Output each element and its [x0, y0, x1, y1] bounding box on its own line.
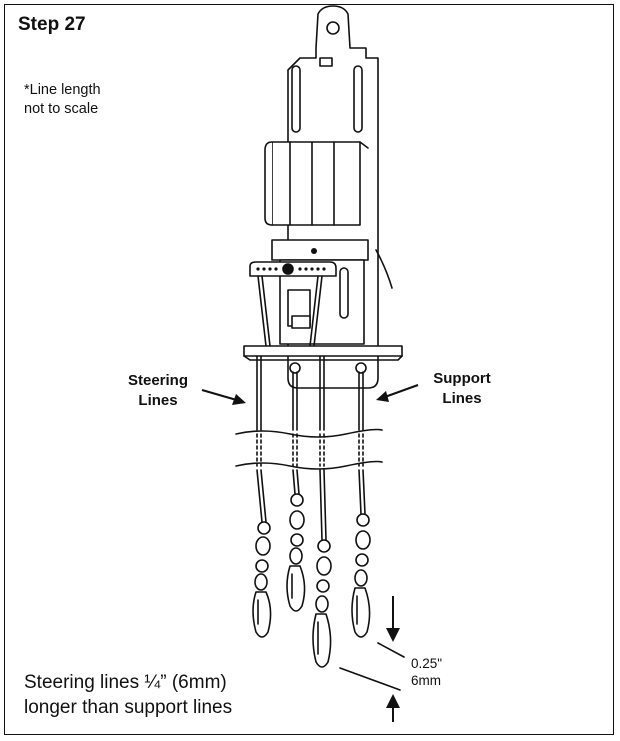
measurement-inches: 0.25"	[411, 656, 443, 671]
arm-pivot-icon	[282, 263, 294, 275]
plate-slot-small	[319, 57, 333, 67]
diagram-frame	[4, 4, 614, 735]
support-label-line2: Lines	[442, 390, 482, 407]
swivel-clip-1	[252, 521, 272, 638]
steering-arm	[249, 261, 337, 347]
plate-slot-left	[291, 65, 301, 133]
steering-label-line1: Steering	[127, 372, 188, 389]
rig-lines	[235, 355, 383, 541]
support-lines-label: Support Lines	[422, 369, 502, 409]
swivel-clip-4	[351, 513, 371, 638]
measurement-mm: 6mm	[411, 673, 441, 688]
support-arrow-icon	[381, 384, 419, 399]
caption-line1: Steering lines ¼” (6mm)	[24, 672, 227, 693]
label-arrows	[201, 384, 419, 722]
servo-block	[264, 141, 369, 226]
swivel-clip-2	[286, 493, 306, 612]
caption-line2: longer than support lines	[24, 697, 233, 718]
caption: Steering lines ¼” (6mm) longer than supp…	[24, 670, 344, 720]
scale-note-line1: *Line length	[24, 82, 101, 98]
hanging-hole-icon	[326, 21, 340, 35]
support-label-line1: Support	[433, 370, 491, 387]
break-mark-bottom	[235, 460, 383, 470]
steering-lines-label: Steering Lines	[118, 371, 198, 411]
step-title: Step 27	[18, 14, 86, 35]
swivel-clip-3	[312, 539, 332, 668]
line-eyes	[289, 362, 367, 374]
measurement-label: 0.25" 6mm	[411, 655, 442, 689]
scale-note-line2: not to scale	[24, 101, 99, 117]
plate-slot-right	[353, 65, 363, 133]
scale-note: *Line length not to scale	[24, 81, 164, 119]
steering-label-line2: Lines	[138, 392, 178, 409]
break-mark-top	[235, 428, 383, 438]
measurement-guides	[339, 642, 405, 691]
steering-arrow-icon	[201, 389, 241, 402]
